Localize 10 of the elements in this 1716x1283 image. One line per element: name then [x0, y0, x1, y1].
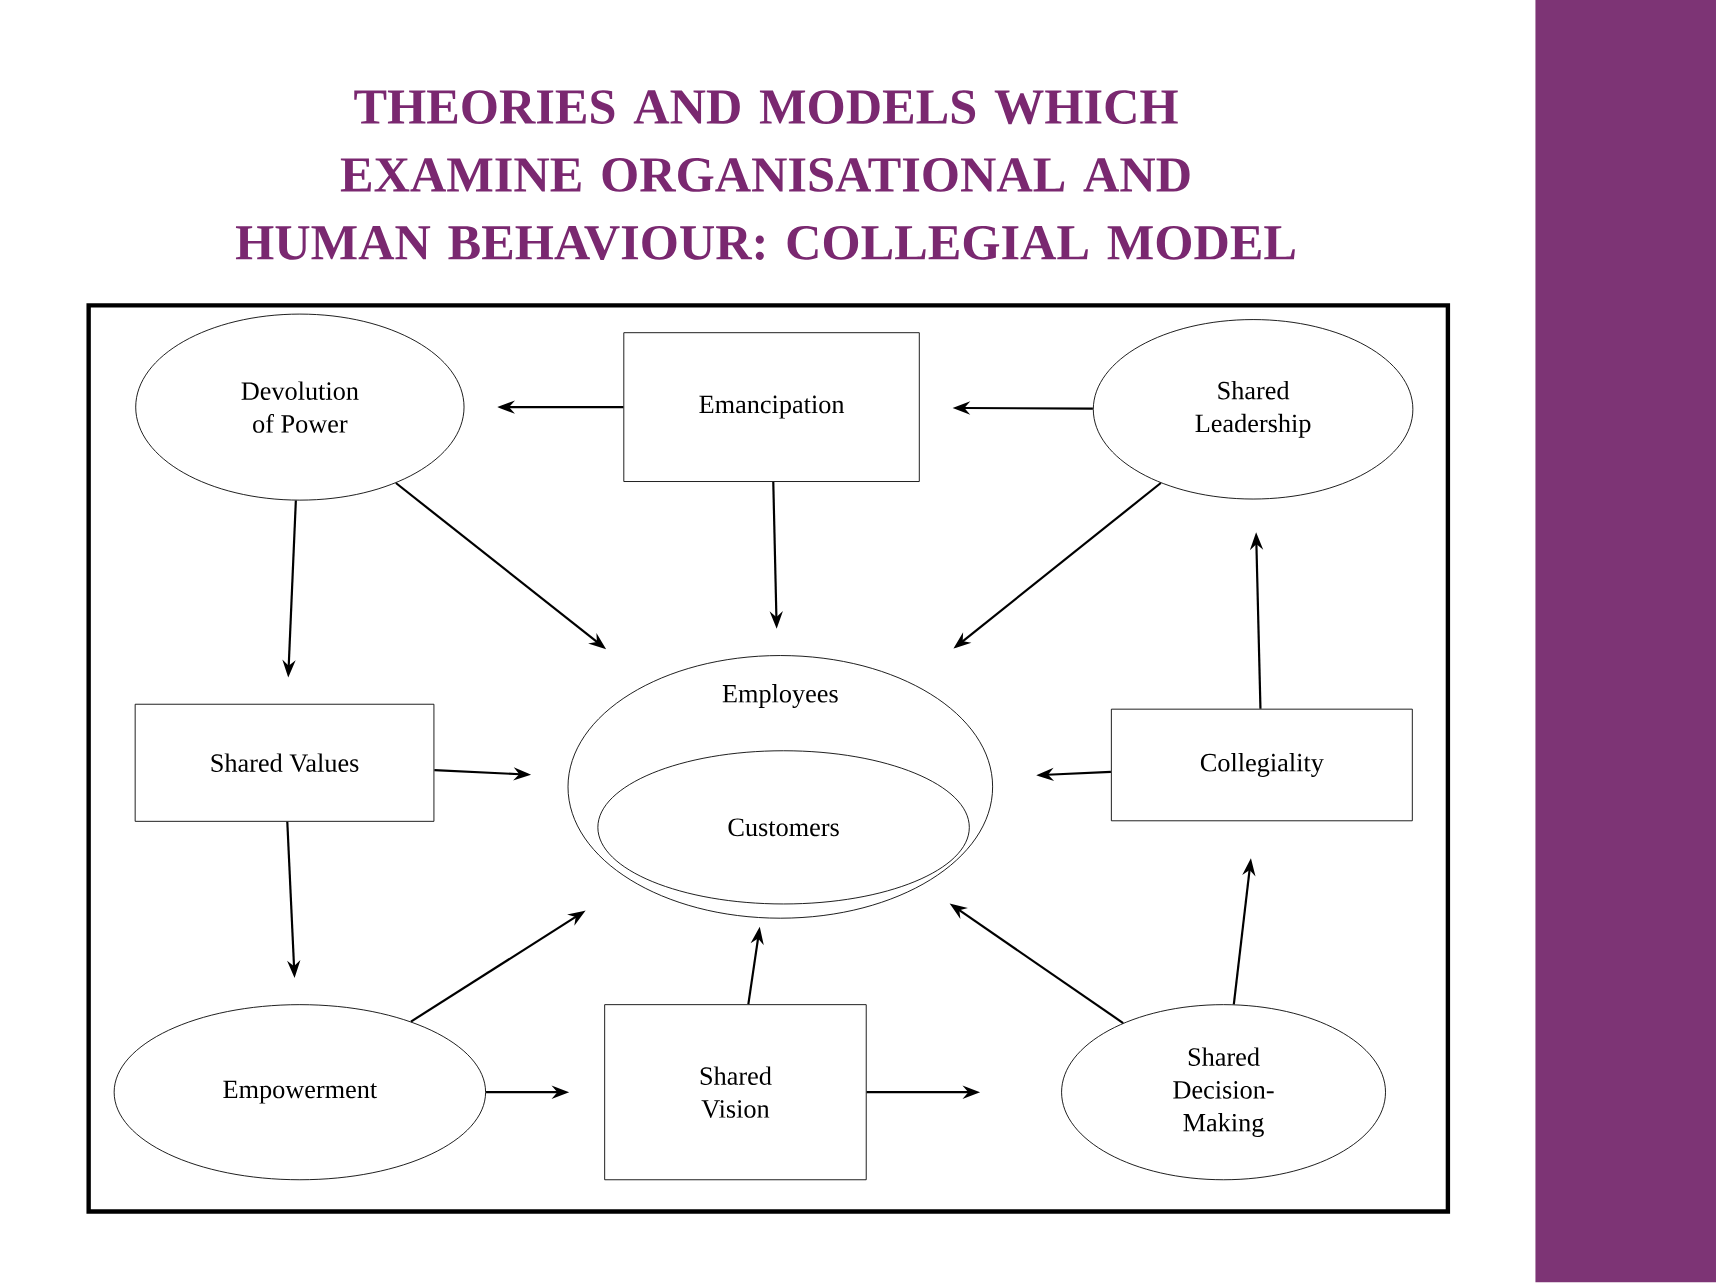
ellipse-node: Empowerment: [113, 1004, 487, 1181]
process-box: Shared Vision: [604, 1004, 867, 1181]
ellipse-node: Devolution of Power: [135, 313, 465, 501]
process-box: Emancipation: [623, 332, 920, 483]
ellipse-node: Customers: [597, 750, 970, 905]
ellipse-node: Shared Leadership: [1092, 319, 1414, 500]
process-box: Shared Values: [134, 704, 435, 822]
title: THEORIES AND MODELS WHICH EXAMINE ORGANISATIONAL AND HUMAN BEHAVIOUR: COLLEGIAL MODEL: [235, 90, 1295, 261]
ellipse-node: Shared Decision-Making: [1061, 1004, 1386, 1181]
process-box: Collegiality: [1110, 708, 1413, 822]
